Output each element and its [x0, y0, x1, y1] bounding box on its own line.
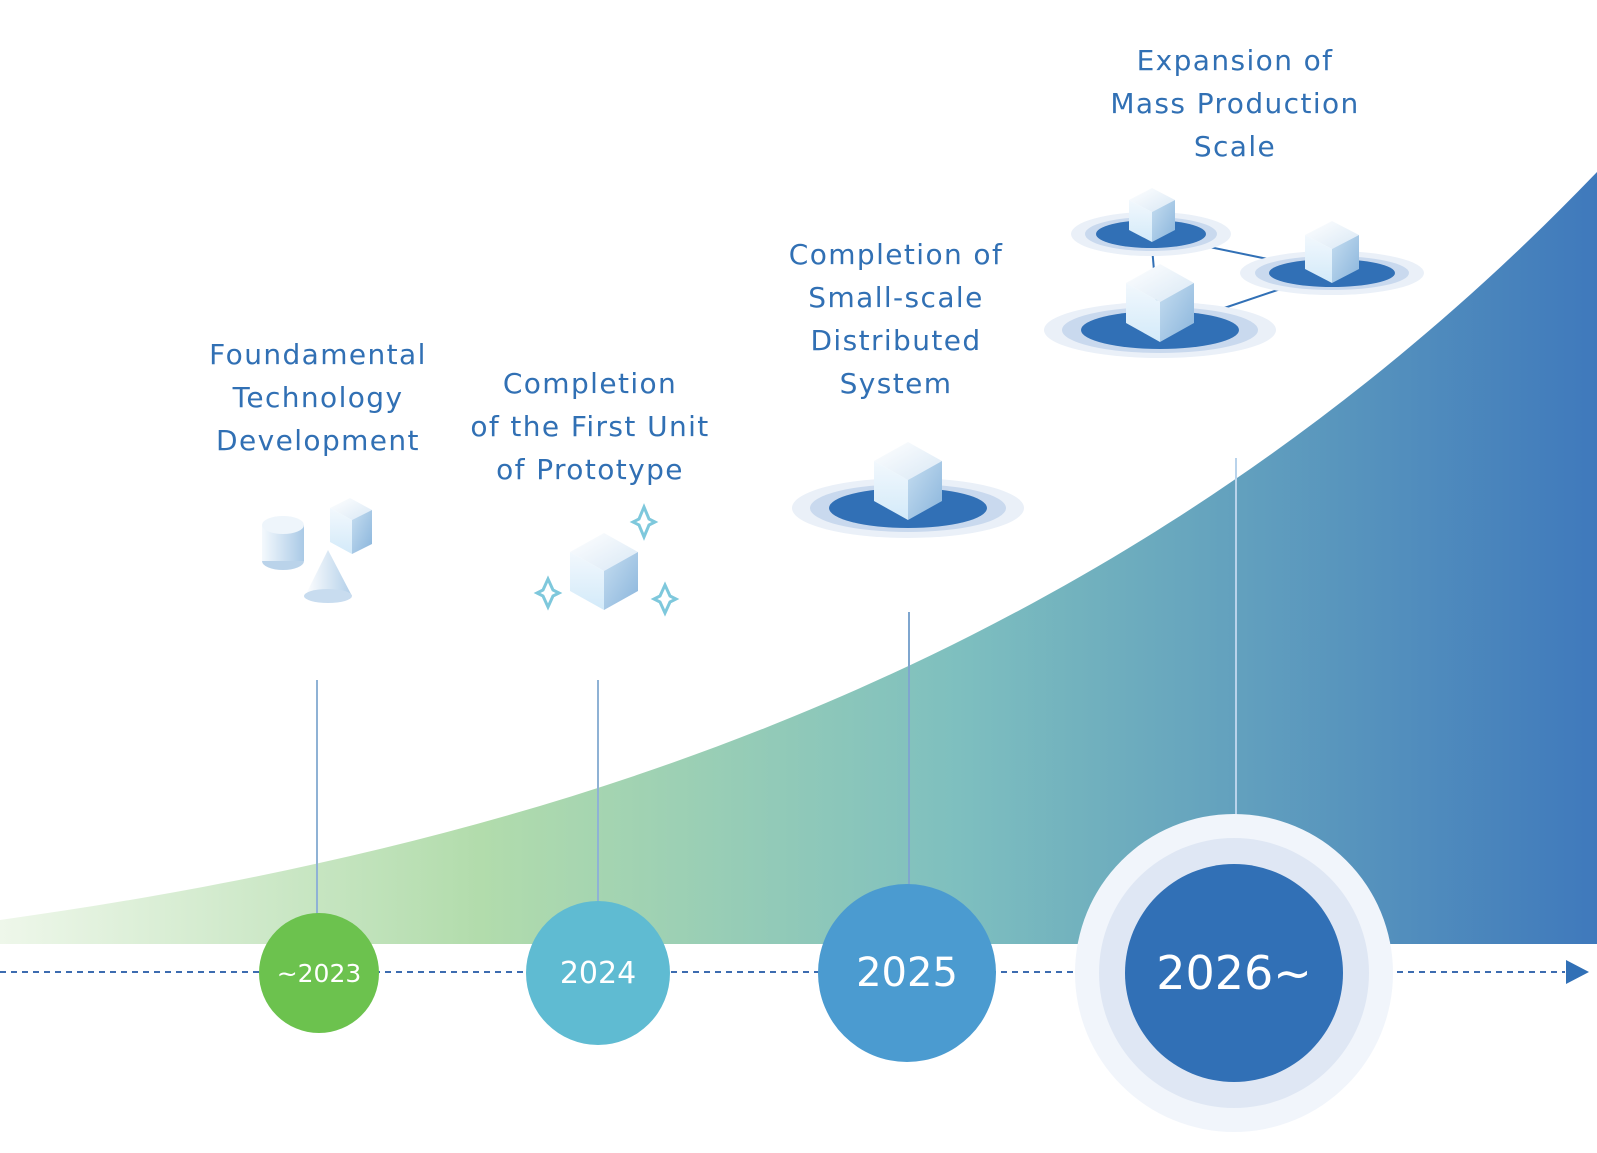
- label-line: Foundamental: [209, 338, 427, 371]
- label-line: Completion: [502, 367, 678, 400]
- year-label: 2024: [559, 955, 637, 991]
- year-circle-2026: 2026~: [1125, 864, 1343, 1082]
- connected-cubes-icon: [1044, 188, 1424, 358]
- timeline-arrow-icon: [1566, 960, 1589, 984]
- shapes-icon: [262, 498, 372, 603]
- label-line: of the First Unit: [470, 410, 710, 443]
- milestone-label-2024: Completion of the First Unit of Prototyp…: [440, 362, 740, 491]
- year-label: 2026~: [1156, 946, 1312, 1000]
- label-line: Distributed: [810, 324, 982, 357]
- sparkling-cube-icon: [533, 503, 680, 617]
- label-line: Expansion of: [1136, 44, 1334, 77]
- label-line: of Prototype: [496, 453, 684, 486]
- label-line: Development: [216, 424, 420, 457]
- milestone-label-2025: Completion of Small-scale Distributed Sy…: [746, 233, 1046, 405]
- year-circle-2023: ~2023: [259, 913, 379, 1033]
- year-circle-2024: 2024: [526, 901, 670, 1045]
- label-line: Technology: [232, 381, 404, 414]
- label-line: System: [839, 367, 953, 400]
- label-line: Completion of: [788, 238, 1004, 271]
- label-line: Mass Production: [1110, 87, 1360, 120]
- year-label: ~2023: [276, 958, 362, 988]
- cube-platform-icon: [792, 442, 1024, 538]
- milestone-label-2026: Expansion of Mass Production Scale: [1075, 39, 1395, 168]
- growth-curve-area: [0, 172, 1597, 944]
- label-line: Scale: [1193, 130, 1277, 163]
- label-line: Small-scale: [808, 281, 984, 314]
- year-circle-2025: 2025: [818, 884, 996, 1062]
- year-label: 2025: [856, 950, 958, 996]
- milestone-label-2023: Foundamental Technology Development: [168, 333, 468, 462]
